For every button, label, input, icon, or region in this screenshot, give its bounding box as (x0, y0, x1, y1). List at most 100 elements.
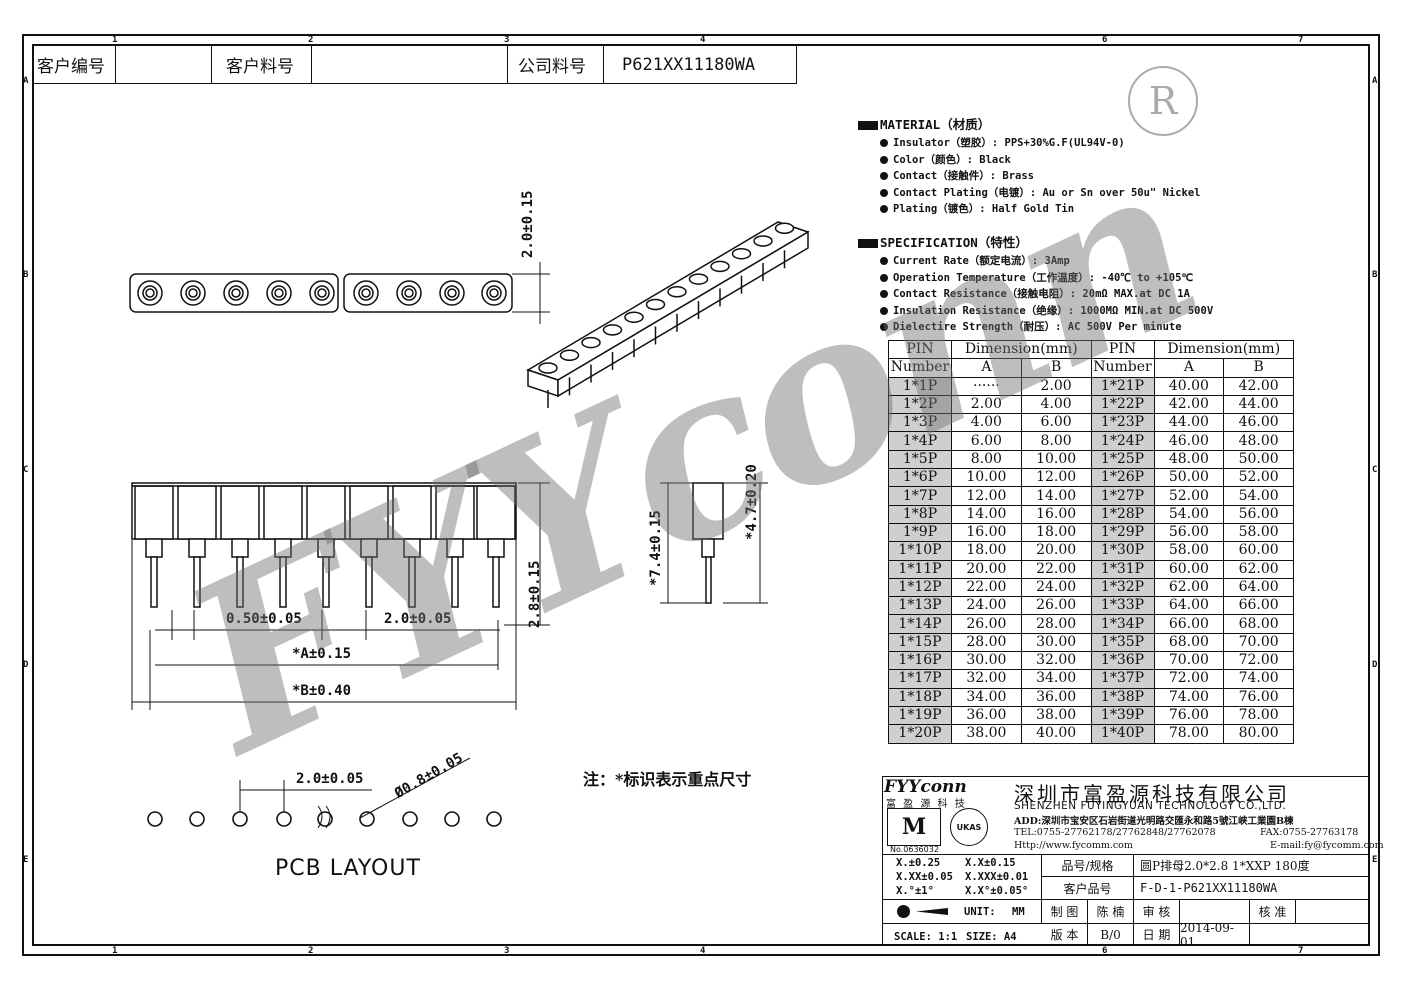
zone-col-4-bottom: 4 (700, 946, 706, 956)
spec-item: Contact Resistance（接触电阻）: 20mΩ MAX.at DC… (880, 286, 1213, 303)
pin-socket (137, 280, 163, 306)
table-cell: 2.00 (951, 394, 1022, 415)
zone-col-3-bottom: 3 (504, 946, 510, 956)
iso-socket (645, 298, 666, 311)
pin-socket (481, 280, 507, 306)
table-cell: 36.00 (1020, 687, 1092, 707)
table-cell: 34.00 (951, 687, 1022, 707)
spec-label: 品号/规格 (1042, 854, 1134, 877)
table-cell: 76.00 (1223, 687, 1294, 707)
table-cell: 1*5P (888, 449, 952, 470)
specification-heading: SPECIFICATION（特性） (880, 235, 1028, 250)
dimension-table: PIN Dimension(mm) PIN Dimension(mm) Numb… (888, 339, 1294, 744)
iso-socket (774, 222, 795, 235)
pcb-hole (402, 811, 418, 827)
pcb-hole (486, 811, 502, 827)
iso-socket (753, 235, 773, 247)
front-pin-tail (236, 556, 244, 608)
table-cell: 40.00 (1020, 724, 1092, 744)
pcb-hole (359, 811, 375, 827)
company-part-value: P621XX11180WA (604, 46, 797, 84)
company-name-cn: 深圳市富盈源科技有限公司 (1014, 782, 1290, 806)
table-cell: 74.00 (1223, 669, 1294, 689)
zone-row-d-right: D (1372, 660, 1378, 670)
pin-socket (223, 280, 249, 306)
table-cell: 22.00 (951, 577, 1022, 598)
drawn-label: 制 图 (1042, 900, 1088, 924)
dim-b: *B±0.40 (292, 683, 352, 699)
iso-socket (710, 260, 730, 273)
company-email[interactable]: E-mail:fy@fycomm.com (1270, 840, 1384, 851)
customer-part-label: 客户料号 (212, 46, 312, 84)
dimension-header: Dimension(mm) (951, 339, 1092, 360)
pin-socket-core (145, 288, 155, 298)
pin-socket (180, 280, 206, 306)
tol-4: X.XXX±0.01 (965, 871, 1029, 883)
table-cell: 28.00 (1020, 614, 1092, 634)
table-cell: 4.00 (951, 413, 1022, 433)
zone-col-6-bottom: 6 (1102, 946, 1108, 956)
table-cell: 12.00 (1020, 468, 1092, 488)
table-cell: 68.00 (1153, 632, 1225, 653)
zone-col-7: 7 (1298, 35, 1304, 45)
size-label: SIZE: A4 (966, 931, 1017, 943)
pin-socket (396, 280, 422, 306)
table-cell: 1*39P (1090, 705, 1155, 726)
top-view (129, 262, 550, 324)
tol-5: X.°±1° (896, 885, 934, 897)
iso-socket (581, 336, 601, 349)
customer-code-label: 客户编号 (33, 46, 116, 84)
unit-label: UNIT: (964, 906, 996, 918)
company-name-en: SHENZHEN FUYINGYUAN TECHNOLOGY CO.,LTD. (1014, 800, 1287, 812)
iso-socket (602, 324, 623, 336)
table-cell: 1*24P (1090, 431, 1155, 451)
table-cell: 1*16P (888, 651, 952, 671)
material-item: Contact Plating（电镀）: Au or Sn over 50u" … (880, 185, 1201, 202)
table-cell: 1*37P (1090, 669, 1155, 689)
zone-row-c-right: C (1372, 465, 1378, 475)
pin-socket-inner (358, 285, 374, 301)
table-cell: 1*3P (888, 413, 952, 433)
dim-a: *A±0.15 (292, 646, 352, 662)
table-cell: 76.00 (1153, 705, 1225, 726)
spec-item: Operation Temperature（工作温度）: -40℃ to +10… (880, 270, 1213, 287)
material-item: Insulator（塑胶）: PPS+30%G.F(UL94V-0) (880, 135, 1201, 152)
iso-socket (559, 349, 580, 362)
table-cell: 20.00 (951, 559, 1022, 579)
table-cell: 1*12P (888, 577, 952, 598)
customer-part-value[interactable] (312, 46, 508, 84)
spec-item: Dielectire Strength（耐压）: AC 500V Per min… (880, 319, 1213, 336)
table-cell: 44.00 (1223, 394, 1294, 415)
material-heading: MATERIAL（材质） (880, 117, 991, 132)
table-cell: ······ (951, 376, 1022, 396)
company-web[interactable]: Http://www.fycomm.com (1014, 840, 1133, 851)
pin-socket-inner (271, 285, 287, 301)
zone-col-1: 1 (112, 35, 118, 45)
pcb-hole (444, 811, 460, 827)
zone-row-d: D (23, 660, 29, 670)
pcb-pitch: 2.0±0.05 (296, 771, 364, 787)
front-pin-tail (322, 556, 330, 608)
table-cell: 1*30P (1090, 541, 1155, 561)
table-cell: 20.00 (1020, 541, 1092, 561)
zone-col-2: 2 (308, 35, 314, 45)
title-block (882, 854, 1370, 946)
front-pin-tail (492, 556, 500, 608)
table-cell: 18.00 (951, 541, 1022, 561)
drawing-frame-outer (22, 34, 1380, 956)
pin-socket (353, 280, 379, 306)
customer-code-value[interactable] (116, 46, 212, 84)
zone-col-3: 3 (504, 35, 510, 45)
spec-item: Insulation Resistance（绝缘）: 1000MΩ MIN.at… (880, 303, 1213, 320)
front-cell (134, 485, 174, 540)
registered-trademark-icon: R (1128, 66, 1198, 136)
pcb-layout-title: PCB LAYOUT (275, 856, 421, 881)
col-a-header-2: A (1153, 358, 1225, 378)
table-cell: 1*8P (888, 504, 952, 524)
